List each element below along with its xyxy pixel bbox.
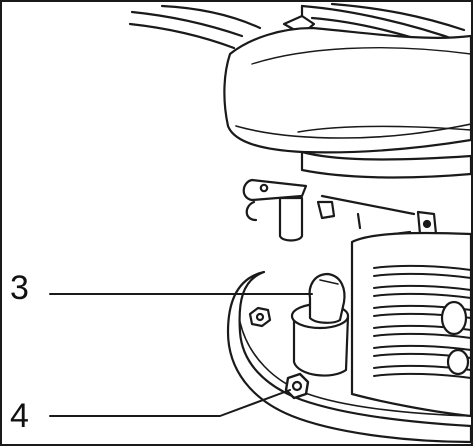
top-shroud-lines — [128, 2, 466, 56]
hook-lever — [242, 178, 308, 222]
callout-label-4: 4 — [10, 397, 29, 435]
oil-drain-bolt — [284, 372, 310, 400]
block-ports — [440, 300, 470, 376]
stop-switch — [320, 194, 438, 236]
cover-rim — [300, 150, 471, 179]
callout-label-3: 3 — [10, 269, 29, 307]
filler-neck — [292, 314, 350, 377]
oil-filler-cap — [290, 272, 350, 330]
sump-base — [226, 270, 471, 444]
engine-cover — [223, 26, 471, 154]
control-post — [278, 196, 304, 242]
leader-line-4 — [49, 389, 291, 417]
base-bolt — [248, 306, 272, 328]
bracket — [316, 200, 336, 220]
engine-block — [350, 231, 471, 418]
